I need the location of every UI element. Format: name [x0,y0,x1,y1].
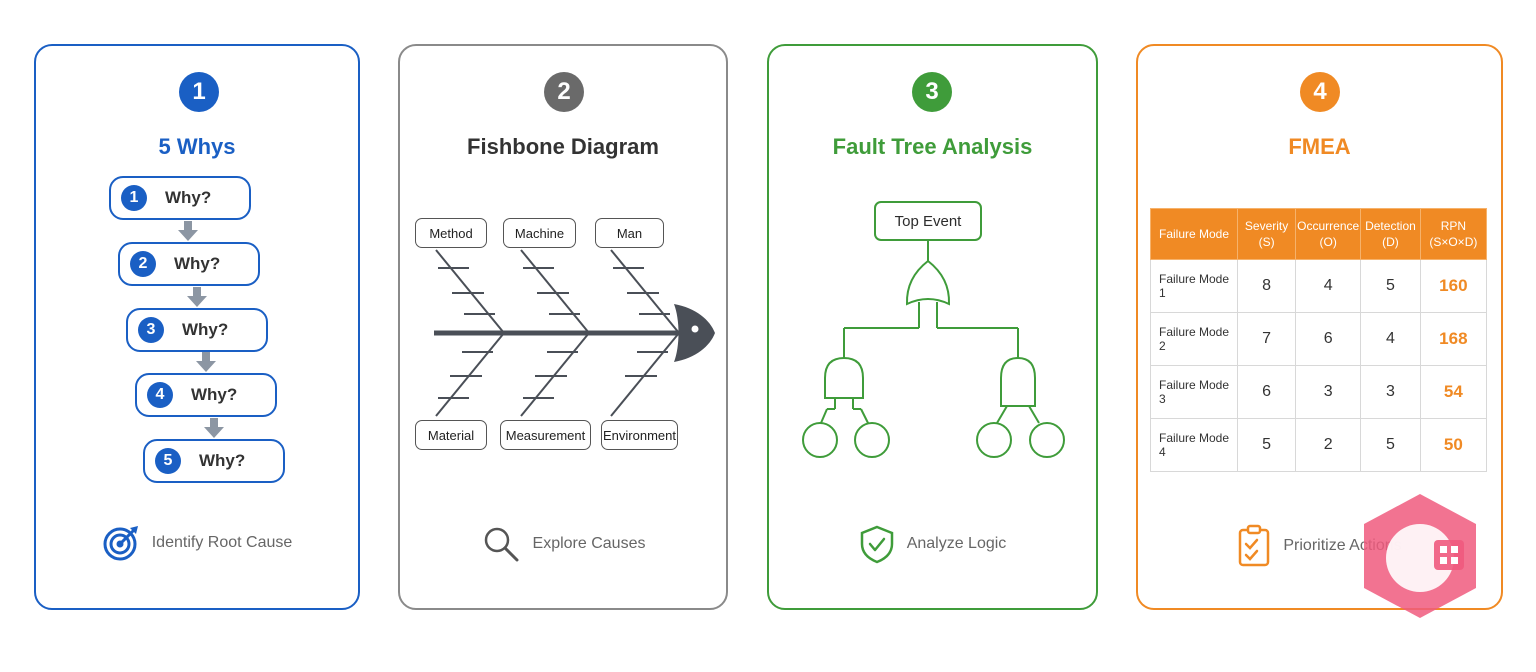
card-title: Fishbone Diagram [467,134,659,159]
table-header-row: Failure Mode Severity (S) Occurrence (O)… [1149,208,1488,260]
fishbone-category-machine: Machine [503,218,576,248]
table-cell: 4 [1360,312,1421,366]
table-cell: 5 [1360,418,1421,472]
table-cell: 2 [1295,418,1362,472]
top-event-label: Top Event [894,212,962,230]
why-label: Why? [191,385,238,404]
step-badge-1: 1 [179,72,219,112]
table-cell: 8 [1237,259,1297,313]
fishbone-category-method: Method [415,218,487,248]
card-fmea: 4 FMEA Failure Mode Severity (S) Occurre… [1136,44,1503,610]
why-number: 5 [155,448,181,474]
table-cell: 3 [1295,365,1362,419]
card-title: Fault Tree Analysis [832,134,1033,159]
table-cell: Failure Mode 2 [1149,312,1239,366]
fmea-table: Failure Mode Severity (S) Occurrence (O)… [1149,208,1488,472]
card-title: FMEA [1288,134,1351,159]
clipboard-check-icon [1239,524,1270,567]
table-row: Failure Mode 1 8 4 5 160 [1149,259,1488,313]
why-label: Why? [165,188,212,207]
column-header: RPN (S×O×D) [1419,208,1488,260]
table-cell: Failure Mode 4 [1149,418,1239,472]
table-row: Failure Mode 4 5 2 5 50 [1149,418,1488,472]
fishbone-diagram [434,249,715,417]
table-cell: 6 [1295,312,1362,366]
why-label: Why? [182,320,229,339]
fishbone-category-man: Man [595,218,664,248]
card-fault-tree: 3 Fault Tree Analysis [767,44,1098,610]
table-cell: Failure Mode 1 [1149,259,1239,313]
watermark-logo [1364,494,1476,618]
column-header: Severity (S) [1237,208,1297,260]
card-footer: Identify Root Cause [36,524,358,562]
why-number: 4 [147,382,173,408]
why-step-2: 2 Why? [118,242,260,286]
table-cell: 6 [1237,365,1297,419]
fishbone-category-environment: Environment [601,420,678,450]
fishbone-category-measurement: Measurement [500,420,591,450]
card-5-whys: 1 5 Whys 1 Why? 2 Why? 3 Why? 4 Why? 5 W… [34,44,360,610]
down-arrow-icon [204,418,224,438]
rpn-cell: 168 [1419,312,1488,366]
why-step-1: 1 Why? [109,176,251,220]
fishbone-category-material: Material [415,420,487,450]
step-badge-3: 3 [912,72,952,112]
why-step-5: 5 Why? [143,439,285,483]
table-cell: Failure Mode 3 [1149,365,1239,419]
rpn-cell: 160 [1419,259,1488,313]
and-gate-right [1000,356,1036,407]
down-arrow-icon [196,352,216,372]
or-gate [905,259,951,306]
why-number: 2 [130,251,156,277]
shield-check-icon [860,525,893,564]
card-title: 5 Whys [158,134,236,159]
why-number: 1 [121,185,147,211]
table-row: Failure Mode 2 7 6 4 168 [1149,312,1488,366]
step-badge-4: 4 [1300,72,1340,112]
table-cell: 7 [1237,312,1297,366]
and-gate-left [824,356,864,399]
why-step-3: 3 Why? [126,308,268,352]
rpn-cell: 54 [1419,365,1488,419]
fault-tree-diagram [802,201,1065,458]
column-header: Failure Mode [1149,208,1239,260]
magnifier-icon [484,527,519,562]
footer-label: Analyze Logic [906,535,1007,552]
rpn-cell: 50 [1419,418,1488,472]
why-number: 3 [138,317,164,343]
why-label: Why? [199,451,246,470]
column-header: Occurrence (O) [1295,208,1362,260]
card-footer: Analyze Logic [769,524,1096,564]
table-cell: 4 [1295,259,1362,313]
table-cell: 5 [1360,259,1421,313]
card-footer: Explore Causes [400,524,726,564]
why-step-4: 4 Why? [135,373,277,417]
footer-label: Explore Causes [532,535,646,552]
table-cell: 5 [1237,418,1297,472]
target-icon [103,526,138,561]
card-fishbone: 2 Fishbone Diagram [398,44,728,610]
footer-label: Identify Root Cause [151,534,293,551]
table-cell: 3 [1360,365,1421,419]
down-arrow-icon [187,287,207,307]
step-badge-2: 2 [544,72,584,112]
down-arrow-icon [178,221,198,241]
column-header: Detection (D) [1360,208,1421,260]
why-label: Why? [174,254,221,273]
table-row: Failure Mode 3 6 3 3 54 [1149,365,1488,419]
